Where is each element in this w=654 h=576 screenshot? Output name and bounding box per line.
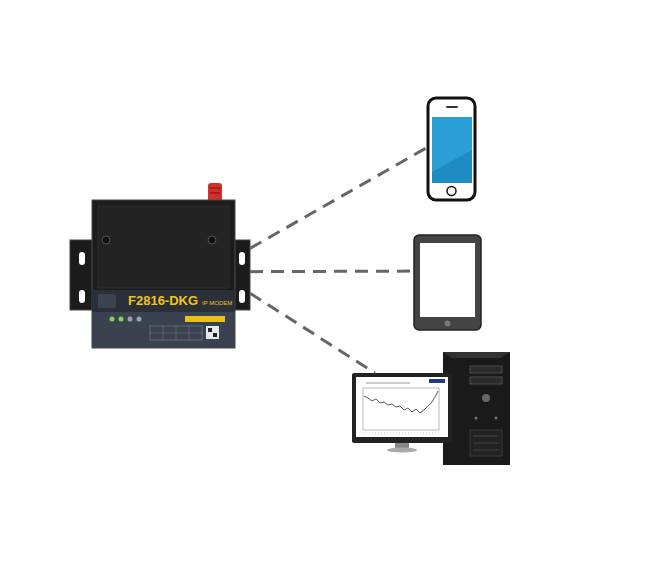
screen-sheen bbox=[432, 117, 472, 172]
table-rule bbox=[189, 326, 190, 340]
pc-tower bbox=[443, 352, 510, 465]
antenna-ring bbox=[210, 192, 220, 194]
vent bbox=[473, 436, 499, 437]
monitor-frame bbox=[352, 373, 452, 443]
status-led bbox=[110, 317, 115, 322]
modem-body bbox=[92, 200, 235, 348]
phone-box bbox=[428, 98, 475, 200]
chart-title-bar bbox=[366, 383, 410, 384]
screw bbox=[208, 236, 216, 244]
vent bbox=[473, 443, 499, 444]
chart-line bbox=[364, 391, 438, 413]
mounting-ear bbox=[233, 240, 250, 310]
antenna bbox=[208, 183, 222, 202]
tower-bevel bbox=[443, 352, 510, 358]
port bbox=[495, 417, 498, 420]
phone-illustration bbox=[428, 98, 475, 200]
dashed-connector bbox=[250, 270, 414, 274]
tablet-button bbox=[445, 321, 451, 327]
qr-dot bbox=[213, 333, 217, 337]
screw bbox=[102, 236, 110, 244]
phone-speaker bbox=[446, 106, 458, 108]
dashed-connector bbox=[250, 293, 375, 373]
monitor-screen bbox=[356, 377, 448, 437]
monitor-base bbox=[387, 448, 417, 453]
power-button bbox=[482, 394, 490, 402]
tablet-screen bbox=[420, 243, 475, 317]
mount-slot bbox=[79, 290, 85, 303]
tablet-illustration bbox=[414, 235, 481, 330]
qr-code bbox=[206, 326, 219, 339]
chart-axis-ticks bbox=[363, 433, 439, 434]
drive-bay bbox=[470, 366, 502, 373]
drive-bay bbox=[470, 377, 502, 384]
label-band bbox=[92, 290, 235, 312]
spec-table bbox=[150, 326, 202, 340]
table-rule bbox=[176, 326, 177, 340]
mount-slot bbox=[79, 252, 85, 265]
status-led bbox=[128, 317, 133, 322]
modem-front-panel bbox=[92, 290, 235, 348]
computer-box bbox=[352, 373, 452, 443]
mounting-ear bbox=[70, 240, 94, 310]
modem-box: F2816-DKG IP MODEM bbox=[70, 182, 250, 348]
modem-top-panel bbox=[98, 206, 229, 288]
tablet-box bbox=[414, 235, 481, 330]
yellow-strip bbox=[185, 316, 225, 322]
logo-mark bbox=[98, 294, 116, 308]
table-rule bbox=[163, 326, 164, 340]
port bbox=[475, 417, 478, 420]
qr-dot bbox=[208, 328, 212, 332]
antenna-ring bbox=[210, 187, 220, 189]
phone-screen bbox=[432, 117, 472, 183]
mount-slot bbox=[239, 290, 245, 303]
vent-panel bbox=[470, 430, 502, 456]
dashed-connector bbox=[250, 147, 428, 248]
home-button bbox=[447, 187, 456, 196]
vent bbox=[473, 450, 499, 451]
device-type: IP MODEM bbox=[202, 300, 232, 306]
status-led bbox=[137, 317, 142, 322]
chart-frame bbox=[363, 388, 439, 430]
chart-logo bbox=[429, 379, 445, 383]
mount-slot bbox=[239, 252, 245, 265]
status-led bbox=[119, 317, 124, 322]
model-name: F2816-DKG bbox=[128, 294, 198, 307]
